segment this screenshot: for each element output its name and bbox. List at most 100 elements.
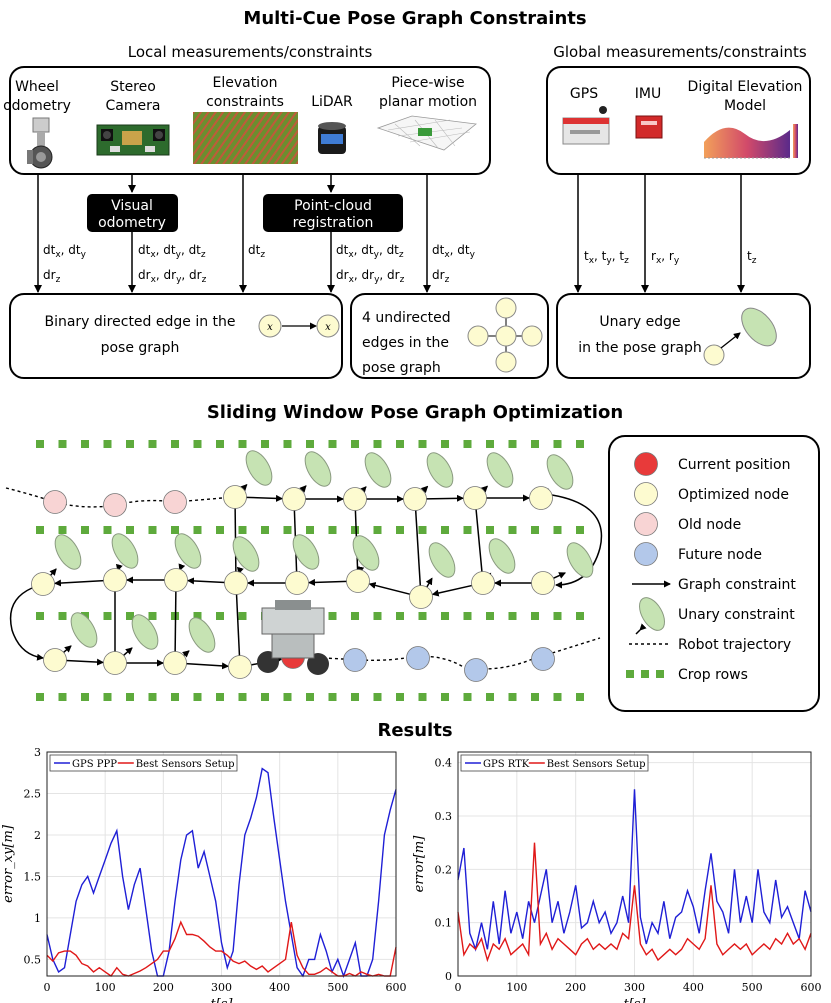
legend-swatch-circle (634, 482, 658, 506)
trajectory-future (304, 637, 601, 670)
crop-row-square (193, 440, 202, 448)
unary-constraint (174, 533, 202, 569)
crop-row-square (508, 526, 517, 534)
y-tick-label: 0 (445, 970, 452, 983)
crop-row-square (576, 693, 584, 701)
crop-row-square (36, 526, 44, 534)
pointcloud-registration-box (263, 194, 403, 232)
legend-swatch-square (626, 670, 634, 678)
crop-row-square (418, 612, 427, 620)
crop-row-square (216, 526, 224, 534)
crop-row-square (396, 693, 404, 701)
optimized-node (43, 648, 67, 672)
unary-edge-l1: Unary edge (599, 314, 680, 330)
crop-row-square (351, 612, 359, 620)
sensor-stereo-l2: Camera (106, 98, 161, 114)
crop-row-square (463, 526, 472, 534)
graph-edge (307, 578, 348, 586)
crop-row-square (531, 693, 539, 701)
crop-row-square (328, 612, 337, 620)
title-middle: Sliding Window Pose Graph Optimization (207, 402, 623, 423)
unary-constraint (426, 452, 454, 488)
optimized-node (471, 571, 495, 595)
crop-row-square (193, 612, 202, 620)
unary-edge (299, 485, 307, 493)
graph-edge (185, 662, 230, 670)
unary-constraint (54, 534, 82, 570)
crop-row-square (58, 440, 67, 448)
y-axis-label: error_xy[m] (1, 824, 16, 903)
sensor-stereo-l1: Stereo (110, 79, 156, 95)
x-tick-label: 300 (624, 981, 645, 994)
graph-edge (53, 579, 105, 587)
graph-edge (475, 508, 483, 573)
unary-edge (240, 483, 248, 492)
crop-row-square (36, 612, 44, 620)
crop-row-square (373, 612, 382, 620)
optimized-node (224, 571, 248, 595)
graph-edge (65, 658, 105, 666)
crop-row-square (171, 693, 179, 701)
legend-swatch-ellipse (639, 597, 665, 631)
series-line-best-sensors-setup (457, 842, 812, 963)
x-tick-label: 400 (683, 981, 704, 994)
legend-swatch-circle (634, 452, 658, 476)
unary-constraint (488, 538, 516, 574)
crop-row-square (486, 440, 494, 448)
crop-row-square (148, 526, 157, 534)
crop-row-square (351, 693, 359, 701)
unary-constraint (292, 534, 320, 570)
crop-row-square (576, 612, 584, 620)
crop-row-square (306, 526, 314, 534)
x-tick-label: 200 (153, 981, 174, 994)
svg-text:rx, ry: rx, ry (651, 249, 680, 266)
title-top: Multi-Cue Pose Graph Constraints (243, 8, 586, 29)
y-tick-label: 3 (34, 746, 41, 759)
crop-row-square (216, 612, 224, 620)
optimized-node (103, 651, 127, 675)
optimized-node (343, 487, 367, 511)
crop-row-square (576, 440, 584, 448)
unary-edge (122, 647, 133, 657)
crop-row-square (441, 440, 449, 448)
x-tick-label: 0 (455, 981, 462, 994)
graph-edge (235, 593, 241, 657)
old-node (103, 493, 127, 517)
crop-row-square (396, 440, 404, 448)
crop-row-square (508, 440, 517, 448)
graph-edge (368, 582, 411, 596)
unary-constraint (245, 450, 273, 486)
unary-edge (425, 577, 433, 588)
crop-row-square (373, 440, 382, 448)
crop-row-square (486, 526, 494, 534)
crop-row-square (193, 526, 202, 534)
y-tick-label: 2.5 (24, 787, 42, 800)
y-tick-label: 0.1 (435, 917, 453, 930)
crop-row-square (283, 440, 292, 448)
svg-text:dtx, dty, dtz: dtx, dty, dtz (336, 243, 404, 260)
unary-edge (552, 572, 566, 580)
unary-constraint (352, 535, 380, 571)
unary-edge (480, 485, 489, 493)
crop-row-square (418, 693, 427, 701)
graph-edge (174, 590, 177, 653)
crop-row-square (576, 526, 584, 534)
wheel-odometry-robot-icon (27, 117, 53, 169)
sensor-wheel-l2: odometry (3, 98, 71, 114)
sensor-elevation-l2: constraints (206, 94, 284, 110)
crop-row-square (36, 440, 44, 448)
unary-edge (420, 485, 429, 494)
unary-constraint (428, 542, 456, 578)
crop-row-square (373, 526, 382, 534)
optimized-node (285, 571, 309, 595)
crop-row-square (463, 612, 472, 620)
crop-row-square (553, 612, 562, 620)
sensor-dem-l1: Digital Elevation (688, 79, 803, 95)
binary-edge-l2: pose graph (101, 340, 180, 356)
optimized-node (403, 487, 427, 511)
sensor-elevation-l1: Elevation (212, 75, 277, 91)
svg-text:drz: drz (432, 268, 450, 285)
crop-row-square (126, 526, 134, 534)
arrow-labels: dtx, dty drz dtx, dty, dtz drx, dry, drz… (43, 243, 757, 285)
crop-row-square (418, 526, 427, 534)
